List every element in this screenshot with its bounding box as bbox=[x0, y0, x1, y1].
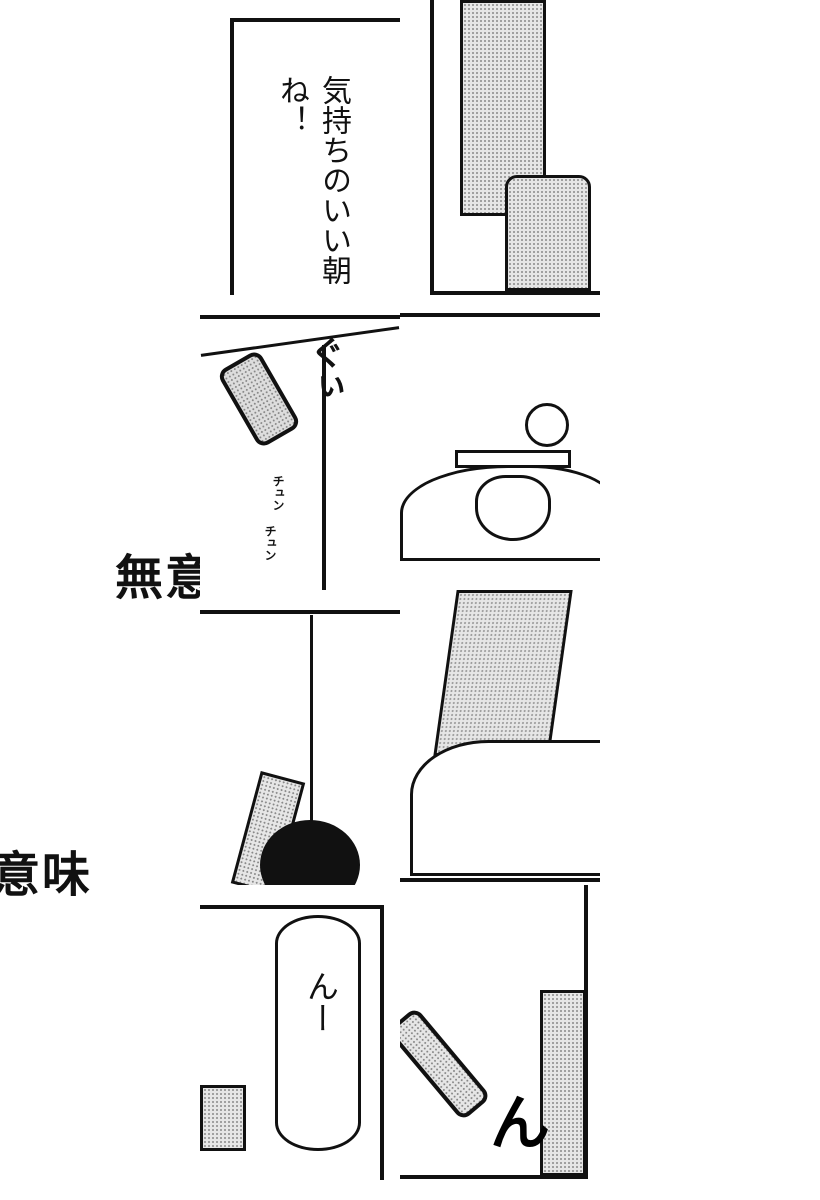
head-hair bbox=[260, 820, 360, 885]
bedpost bbox=[540, 990, 586, 1176]
sfx-shape bbox=[216, 348, 302, 450]
sfx-n: ん bbox=[490, 1089, 550, 1159]
sfx-chun: チュン bbox=[271, 475, 285, 511]
frame-bottom bbox=[400, 878, 600, 882]
window-post bbox=[322, 345, 326, 590]
pajama-arms bbox=[433, 590, 573, 756]
arm bbox=[200, 1085, 246, 1151]
manga-panel-bed: ん bbox=[400, 885, 600, 1180]
speech-bubble bbox=[255, 40, 385, 280]
sfx-gui: ぐぃ bbox=[304, 335, 344, 403]
speech-bubble bbox=[275, 915, 361, 1151]
manga-panel-arms bbox=[400, 590, 600, 885]
frame-top bbox=[200, 610, 400, 614]
manga-panel-speech: 気持ちのいい朝ね！ bbox=[200, 0, 400, 295]
sleeping-face bbox=[475, 475, 551, 541]
alarm-clock-icon bbox=[525, 403, 569, 447]
blanket bbox=[410, 740, 600, 876]
speech-text: んー bbox=[302, 970, 340, 1034]
manga-panel-room bbox=[400, 0, 600, 295]
speech-text: 気持ちのいい朝ね！ bbox=[274, 75, 351, 285]
manga-panel-stretch bbox=[200, 590, 400, 885]
frame-top bbox=[200, 315, 400, 319]
caption-fragment-imi: 意味 bbox=[0, 847, 93, 903]
frame-top bbox=[400, 313, 600, 317]
bedpost bbox=[505, 175, 591, 291]
window-post bbox=[310, 615, 313, 885]
manga-panel-window: ぐぃ チュン チュン bbox=[200, 295, 400, 590]
sfx-chun: チュン bbox=[263, 525, 277, 561]
caption-fragment-muimi: 無意 bbox=[115, 550, 216, 606]
manga-panel-nn: んー bbox=[200, 885, 400, 1180]
manga-panel-sleeping bbox=[400, 295, 600, 590]
